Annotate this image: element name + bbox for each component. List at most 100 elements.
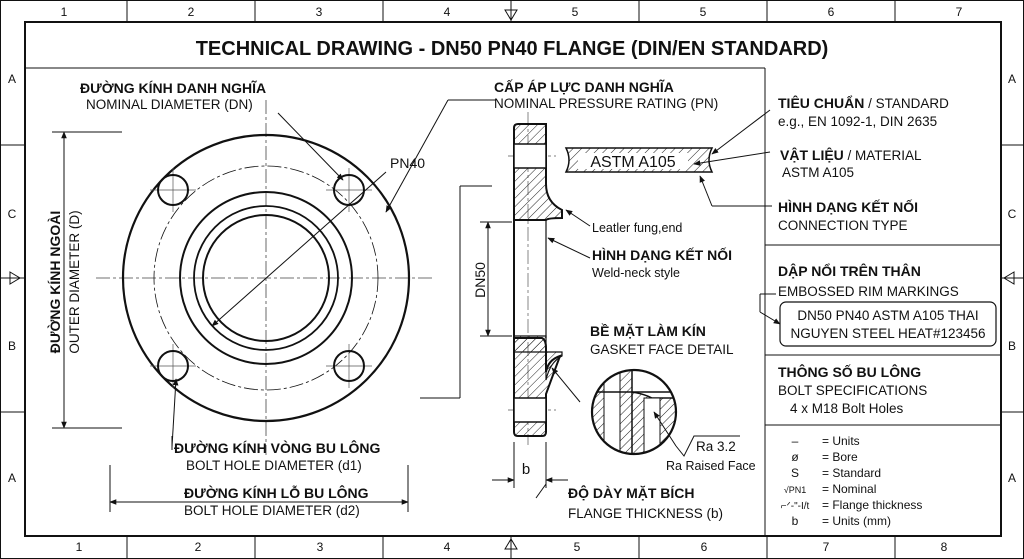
pn40-label: PN40 — [390, 155, 425, 171]
legend-text-thickness: = Flange thickness — [822, 498, 922, 512]
legend-symbol-standard: S — [791, 466, 799, 480]
bore-circle — [202, 214, 330, 342]
legend-text-nominal: = Nominal — [822, 482, 876, 496]
grid-top-7: 6 — [828, 5, 835, 19]
leader-note: Leatler fung,end — [592, 221, 682, 235]
legend-symbol-bore: ø — [791, 450, 799, 464]
bolt-hole-vn: ĐƯỜNG KÍNH LỖ BU LÔNG — [184, 484, 369, 501]
specification-panel: TIÊU CHUẨN / STANDARD e.g., EN 1092-1, D… — [764, 68, 1001, 536]
grid-right-4: A — [1008, 471, 1016, 485]
grid-right-1: A — [1008, 72, 1016, 86]
material-tag: ASTM A105 — [564, 147, 714, 173]
legend-text-standard: = Standard — [822, 466, 881, 480]
section-connection-vn: HÌNH DẠNG KẾT NỐI — [592, 246, 732, 263]
grid-left-4: A — [8, 471, 16, 485]
raised-face-circle — [179, 191, 353, 365]
section-upper-body — [513, 123, 563, 221]
grid-top-6: 5 — [700, 5, 707, 19]
grid-bottom-7: 7 — [823, 540, 830, 554]
gasket-face-vn: BỀ MẶT LÀM KÍN — [590, 323, 706, 339]
outer-diameter-en: OUTER DIAMETER (D) — [67, 210, 82, 353]
front-view-annotations — [52, 99, 496, 512]
ra-caption: Ra Raised Face — [666, 459, 756, 473]
ra-value: Ra 3.2 — [696, 439, 736, 454]
grid-bottom-3: 3 — [317, 540, 324, 554]
panel-leaders — [693, 109, 781, 325]
rim-marking-line-1: DN50 PN40 ASTM A105 THAI — [797, 308, 978, 323]
connection-type-vn: HÌNH DẠNG KẾT NỐI — [778, 198, 918, 215]
standard-heading: TIÊU CHUẨN / STANDARD — [778, 94, 949, 111]
bolt-spec-vn: THÔNG SỐ BU LÔNG — [778, 363, 921, 380]
grid-bottom-1: 1 — [76, 540, 83, 554]
gasket-detail-view — [590, 368, 678, 456]
rim-markings-en: EMBOSSED RIM MARKINGS — [778, 284, 959, 299]
flange-section-view — [508, 112, 563, 445]
section-lower-hole — [513, 397, 547, 423]
outer-diameter-vn: ĐƯỜNG KÍNH NGOÀI — [46, 211, 63, 354]
legend-text-bore: = Bore — [822, 450, 858, 464]
rim-marking-line-2: NGUYEN STEEL HEAT#123456 — [790, 326, 985, 341]
grid-left-3: B — [8, 339, 16, 353]
surface-finish-symbol — [653, 411, 740, 457]
grid-right-2: C — [1008, 207, 1017, 221]
bolt-hole-top-left — [157, 174, 189, 206]
pressure-rating-en: NOMINAL PRESSURE RATING (PN) — [494, 96, 718, 111]
grid-bottom-8: 8 — [941, 540, 948, 554]
grid-top-3: 3 — [316, 5, 323, 19]
standard-vn: TIÊU CHUẨN — [778, 94, 864, 111]
symbol-legend: – = Units ø = Bore S = Standard √PN1 = N… — [781, 434, 923, 528]
material-vn: VẬT LIỆU — [780, 146, 844, 163]
material-en: / MATERIAL — [844, 148, 922, 163]
section-connection-en: Weld-neck style — [592, 266, 680, 280]
grid-top-8: 7 — [956, 5, 963, 19]
legend-text-mm: = Units (mm) — [822, 514, 891, 528]
flange-front-view — [96, 100, 434, 455]
grid-top-4: 4 — [444, 5, 451, 19]
bolt-circle — [153, 165, 379, 391]
bolt-spec-en: BOLT SPECIFICATIONS — [778, 383, 927, 398]
legend-symbol-units: – — [792, 434, 799, 448]
rim-markings-box — [779, 301, 997, 347]
section-view-annotations — [480, 209, 591, 499]
grid-bottom-6: 6 — [701, 540, 708, 554]
drawing-title: TECHNICAL DRAWING - DN50 PN40 FLANGE (DI… — [196, 38, 829, 60]
grid-top-1: 1 — [61, 5, 68, 19]
pressure-rating-vn: CẤP ÁP LỰC DANH NGHĨA — [494, 78, 674, 95]
bolt-circle-vn: ĐƯỜNG KÍNH VÒNG BU LÔNG — [174, 439, 380, 456]
grid-top-5: 5 — [572, 5, 579, 19]
grid-bottom-5: 5 — [574, 540, 581, 554]
grid-bottom-2: 2 — [195, 540, 202, 554]
hub-circle — [193, 205, 339, 351]
dn50-label: DN50 — [472, 262, 488, 298]
material-tag-text: ASTM A105 — [590, 154, 675, 171]
nominal-diameter-en: NOMINAL DIAMETER (DN) — [86, 97, 253, 112]
standard-value: e.g., EN 1092-1, DIN 2635 — [778, 114, 937, 129]
gasket-face-en: GASKET FACE DETAIL — [590, 342, 734, 357]
material-value: ASTM A105 — [782, 165, 854, 180]
legend-symbol-mm: b — [792, 514, 799, 528]
grid-bottom-4: 4 — [444, 540, 451, 554]
connection-type-en: CONNECTION TYPE — [778, 218, 908, 233]
grid-right-3: B — [1008, 339, 1016, 353]
thickness-en: FLANGE THICKNESS (b) — [568, 506, 723, 521]
standard-en: / STANDARD — [864, 96, 949, 111]
grid-top-2: 2 — [188, 5, 195, 19]
bolt-hole-bottom-right — [333, 350, 365, 382]
bolt-hole-en: BOLT HOLE DIAMETER (d2) — [184, 503, 360, 518]
grid-left-1: A — [8, 72, 16, 86]
bolt-circle-en: BOLT HOLE DIAMETER (d1) — [186, 458, 362, 473]
bolt-spec-value: 4 x M18 Bolt Holes — [790, 401, 904, 416]
legend-symbol-thickness: ⌐ᐟ-"-I/t — [781, 501, 810, 512]
nominal-diameter-vn: ĐƯỜNG KÍNH DANH NGHĨA — [80, 79, 266, 96]
grid-references: 1 2 3 4 5 5 6 7 1 2 3 4 5 6 7 8 A C B A … — [8, 5, 1017, 554]
legend-text-units: = Units — [822, 434, 860, 448]
rim-markings-vn: DẬP NỔI TRÊN THÂN — [778, 262, 921, 279]
thickness-vn: ĐỘ DÀY MẶT BÍCH — [568, 484, 695, 501]
material-heading: VẬT LIỆU / MATERIAL — [780, 146, 922, 163]
section-upper-hole — [513, 143, 547, 169]
legend-symbol-nominal: √PN1 — [784, 485, 806, 495]
outer-circle — [121, 133, 411, 423]
grid-left-2: C — [8, 207, 17, 221]
